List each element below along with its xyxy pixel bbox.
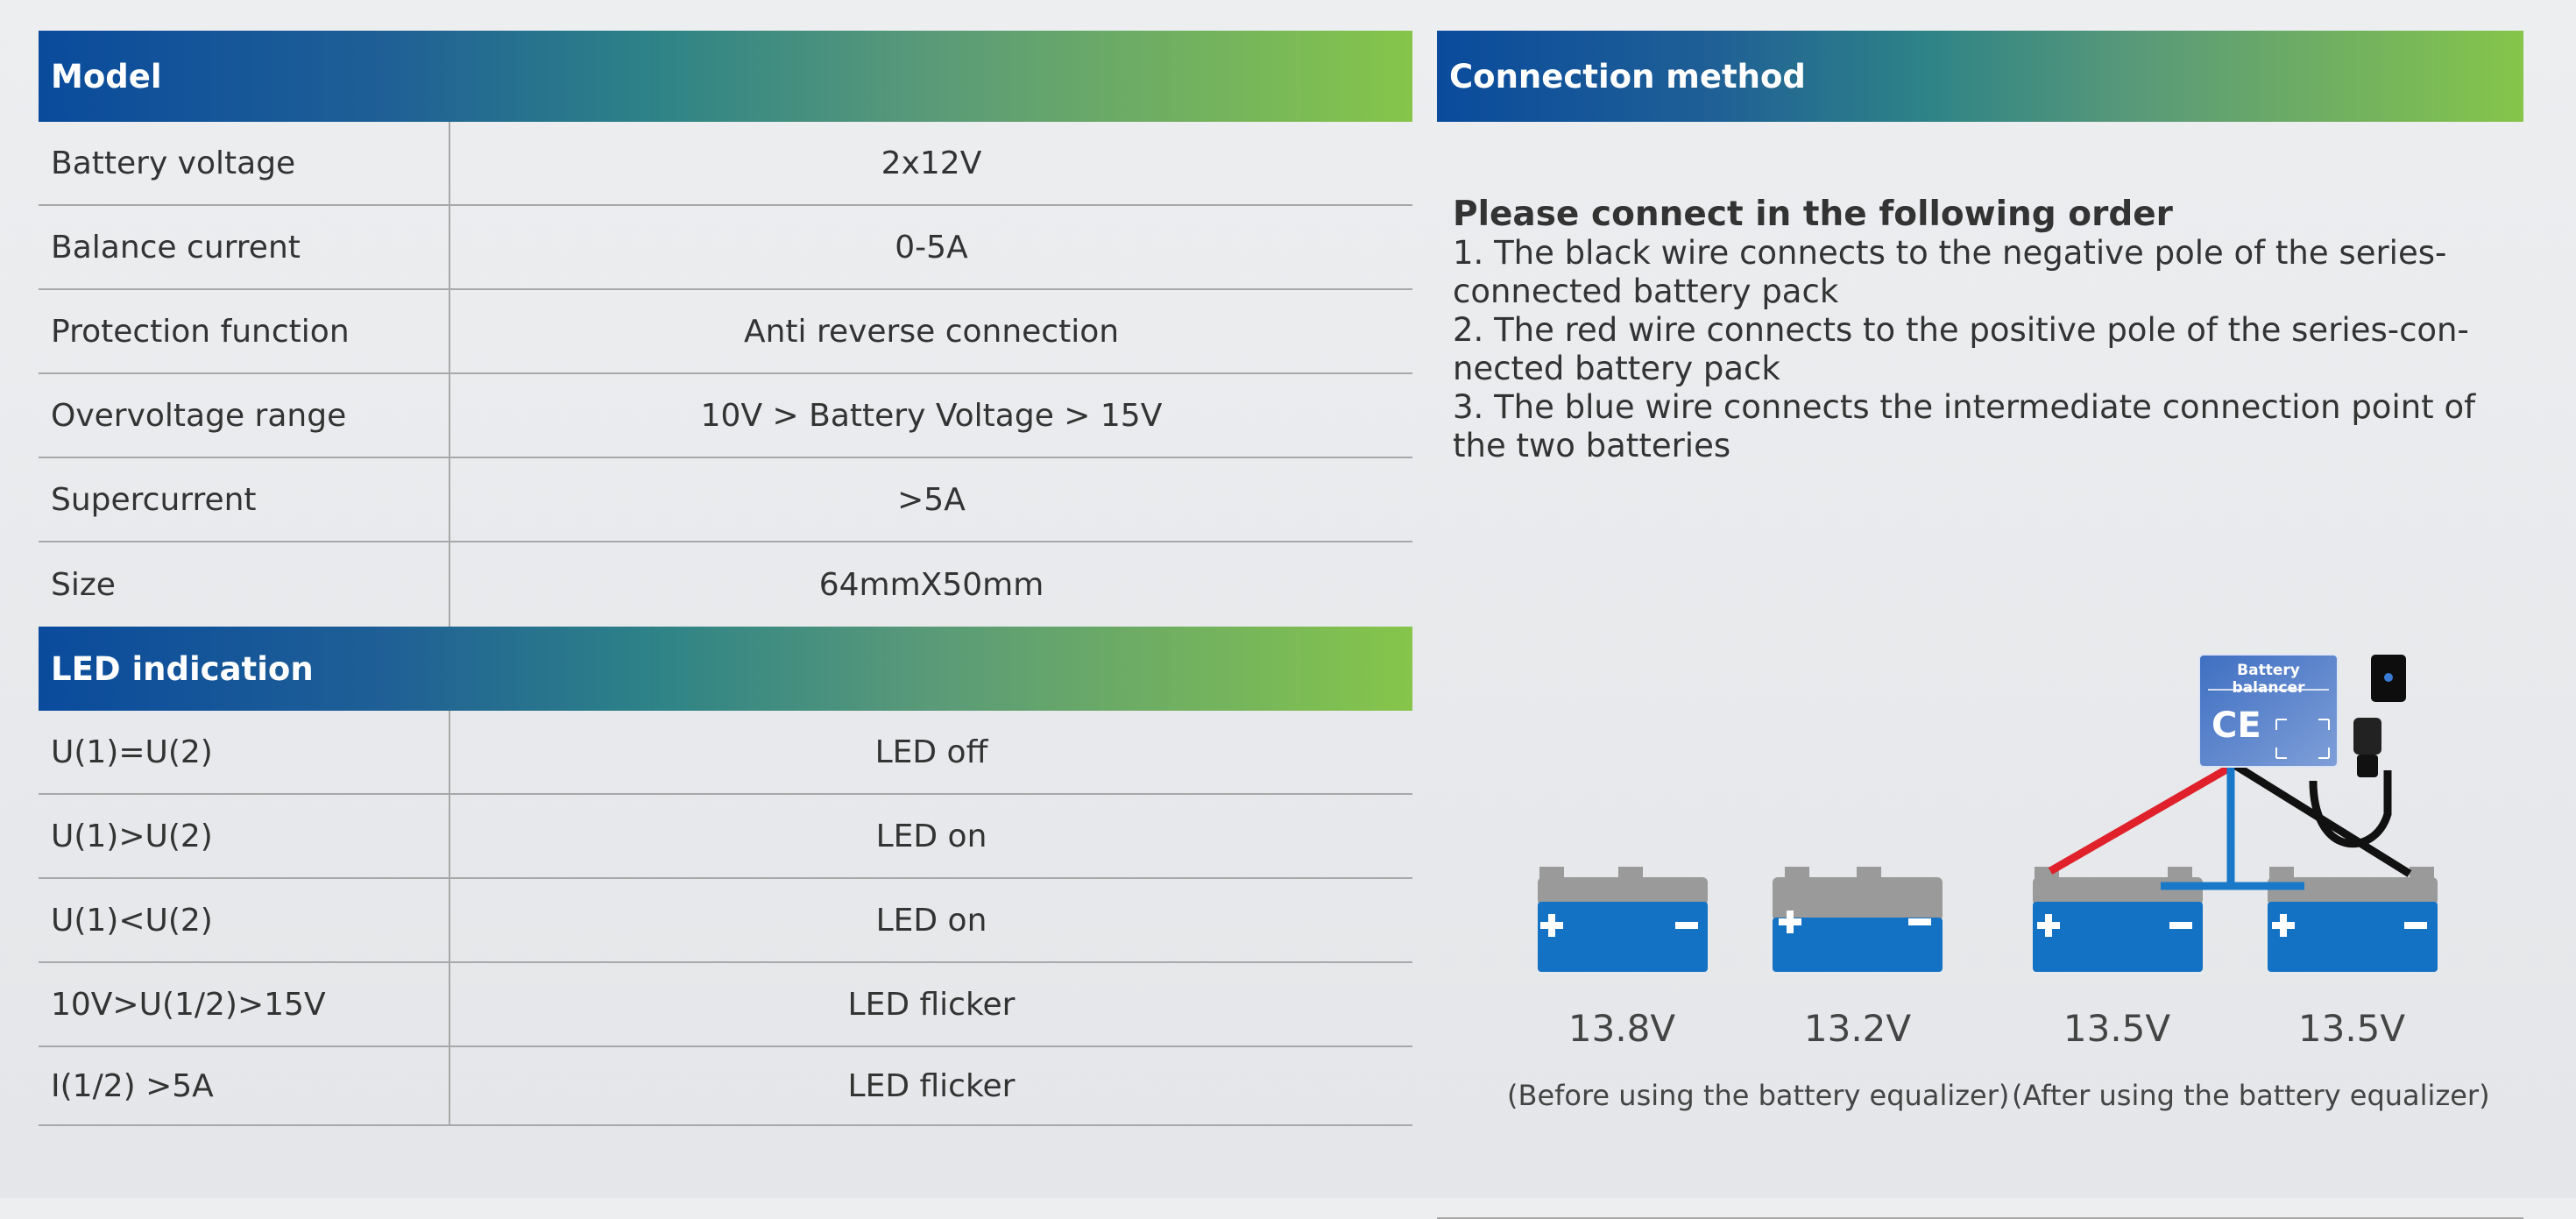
table-row: 10V>U(1/2)>15V LED flicker xyxy=(39,963,1412,1047)
table-row: Protection function Anti reverse connect… xyxy=(39,290,1412,374)
row-label: U(1)=U(2) xyxy=(39,711,450,793)
table-row: Overvoltage range 10V > Battery Voltage … xyxy=(39,374,1412,458)
table-row: Supercurrent >5A xyxy=(39,458,1412,542)
row-value: LED flicker xyxy=(847,986,1016,1023)
device-label: Battery balancer xyxy=(2232,662,2305,697)
led-table: U(1)=U(2) LED off U(1)>U(2) LED on U(1)<… xyxy=(39,711,1412,1126)
row-label: Overvoltage range xyxy=(39,374,450,457)
row-label: Balance current xyxy=(39,206,450,288)
battery-balancer-device xyxy=(2198,654,2406,777)
row-value: >5A xyxy=(897,481,966,518)
table-row: Balance current 0-5A xyxy=(39,206,1412,290)
row-value: 0-5A xyxy=(895,229,968,266)
row-value: 10V > Battery Voltage > 15V xyxy=(700,397,1163,434)
connection-panel: Connection method Please connect in the … xyxy=(1437,31,2523,1219)
row-label: Protection function xyxy=(39,290,450,372)
table-row: U(1)>U(2) LED on xyxy=(39,795,1412,879)
row-value: Anti reverse connection xyxy=(743,313,1120,350)
table-row: U(1)=U(2) LED off xyxy=(39,711,1412,795)
spec-panel: Model Battery voltage 2x12V Balance curr… xyxy=(39,31,1412,1126)
battery-before-1-icon xyxy=(1538,867,1708,972)
caption-after: (After using the battery equalizer) xyxy=(2012,1079,2490,1112)
ce-mark: CE xyxy=(2212,705,2261,746)
voltage-before-1: 13.8V xyxy=(1568,1007,1676,1050)
red-wire xyxy=(2048,762,2235,875)
model-table: Battery voltage 2x12V Balance current 0-… xyxy=(39,122,1412,627)
caption-before: (Before using the battery equalizer) xyxy=(1507,1079,2010,1112)
connection-body: Please connect in the following order 1.… xyxy=(1437,122,2523,1219)
wiring-diagram xyxy=(1538,654,2438,972)
row-label: Size xyxy=(39,542,450,627)
voltage-before-2: 13.2V xyxy=(1803,1007,1912,1050)
table-row: I(1/2) >5A LED flicker xyxy=(39,1047,1412,1126)
table-row: U(1)<U(2) LED on xyxy=(39,879,1412,963)
blue-wire xyxy=(2161,766,2304,890)
step-1: 1. The black wire connects to the negati… xyxy=(1453,234,2447,310)
voltage-after-1: 13.5V xyxy=(2063,1007,2171,1050)
row-label: Supercurrent xyxy=(39,458,450,541)
row-label: U(1)<U(2) xyxy=(39,879,450,961)
voltage-after-2: 13.5V xyxy=(2297,1007,2406,1050)
row-label: Battery voltage xyxy=(39,122,450,204)
row-label: U(1)>U(2) xyxy=(39,795,450,877)
instructions: Please connect in the following order 1.… xyxy=(1453,195,2513,465)
step-3: 3. The blue wire connects the intermedia… xyxy=(1453,388,2476,464)
row-value: LED on xyxy=(875,902,987,939)
table-row: Size 64mmX50mm xyxy=(39,542,1412,627)
connection-header: Connection method xyxy=(1437,31,2523,122)
row-label: 10V>U(1/2)>15V xyxy=(39,963,450,1045)
instructions-heading: Please connect in the following order xyxy=(1453,195,2173,234)
battery-after-1-icon xyxy=(2033,867,2203,972)
usb-cable xyxy=(2309,770,2392,848)
battery-after-2-icon xyxy=(2268,867,2438,972)
row-value: LED on xyxy=(875,818,987,854)
row-value: 64mmX50mm xyxy=(818,566,1044,603)
battery-before-2-icon xyxy=(1773,867,1943,972)
row-value: 2x12V xyxy=(881,145,982,181)
step-2: 2. The red wire connects to the positive… xyxy=(1453,311,2469,387)
row-value: LED off xyxy=(874,734,988,770)
row-label: I(1/2) >5A xyxy=(39,1047,450,1124)
row-value: LED flicker xyxy=(847,1067,1016,1104)
wires xyxy=(2048,762,2412,890)
table-row: Battery voltage 2x12V xyxy=(39,122,1412,206)
led-header: LED indication xyxy=(39,627,1412,711)
model-header: Model xyxy=(39,31,1412,122)
